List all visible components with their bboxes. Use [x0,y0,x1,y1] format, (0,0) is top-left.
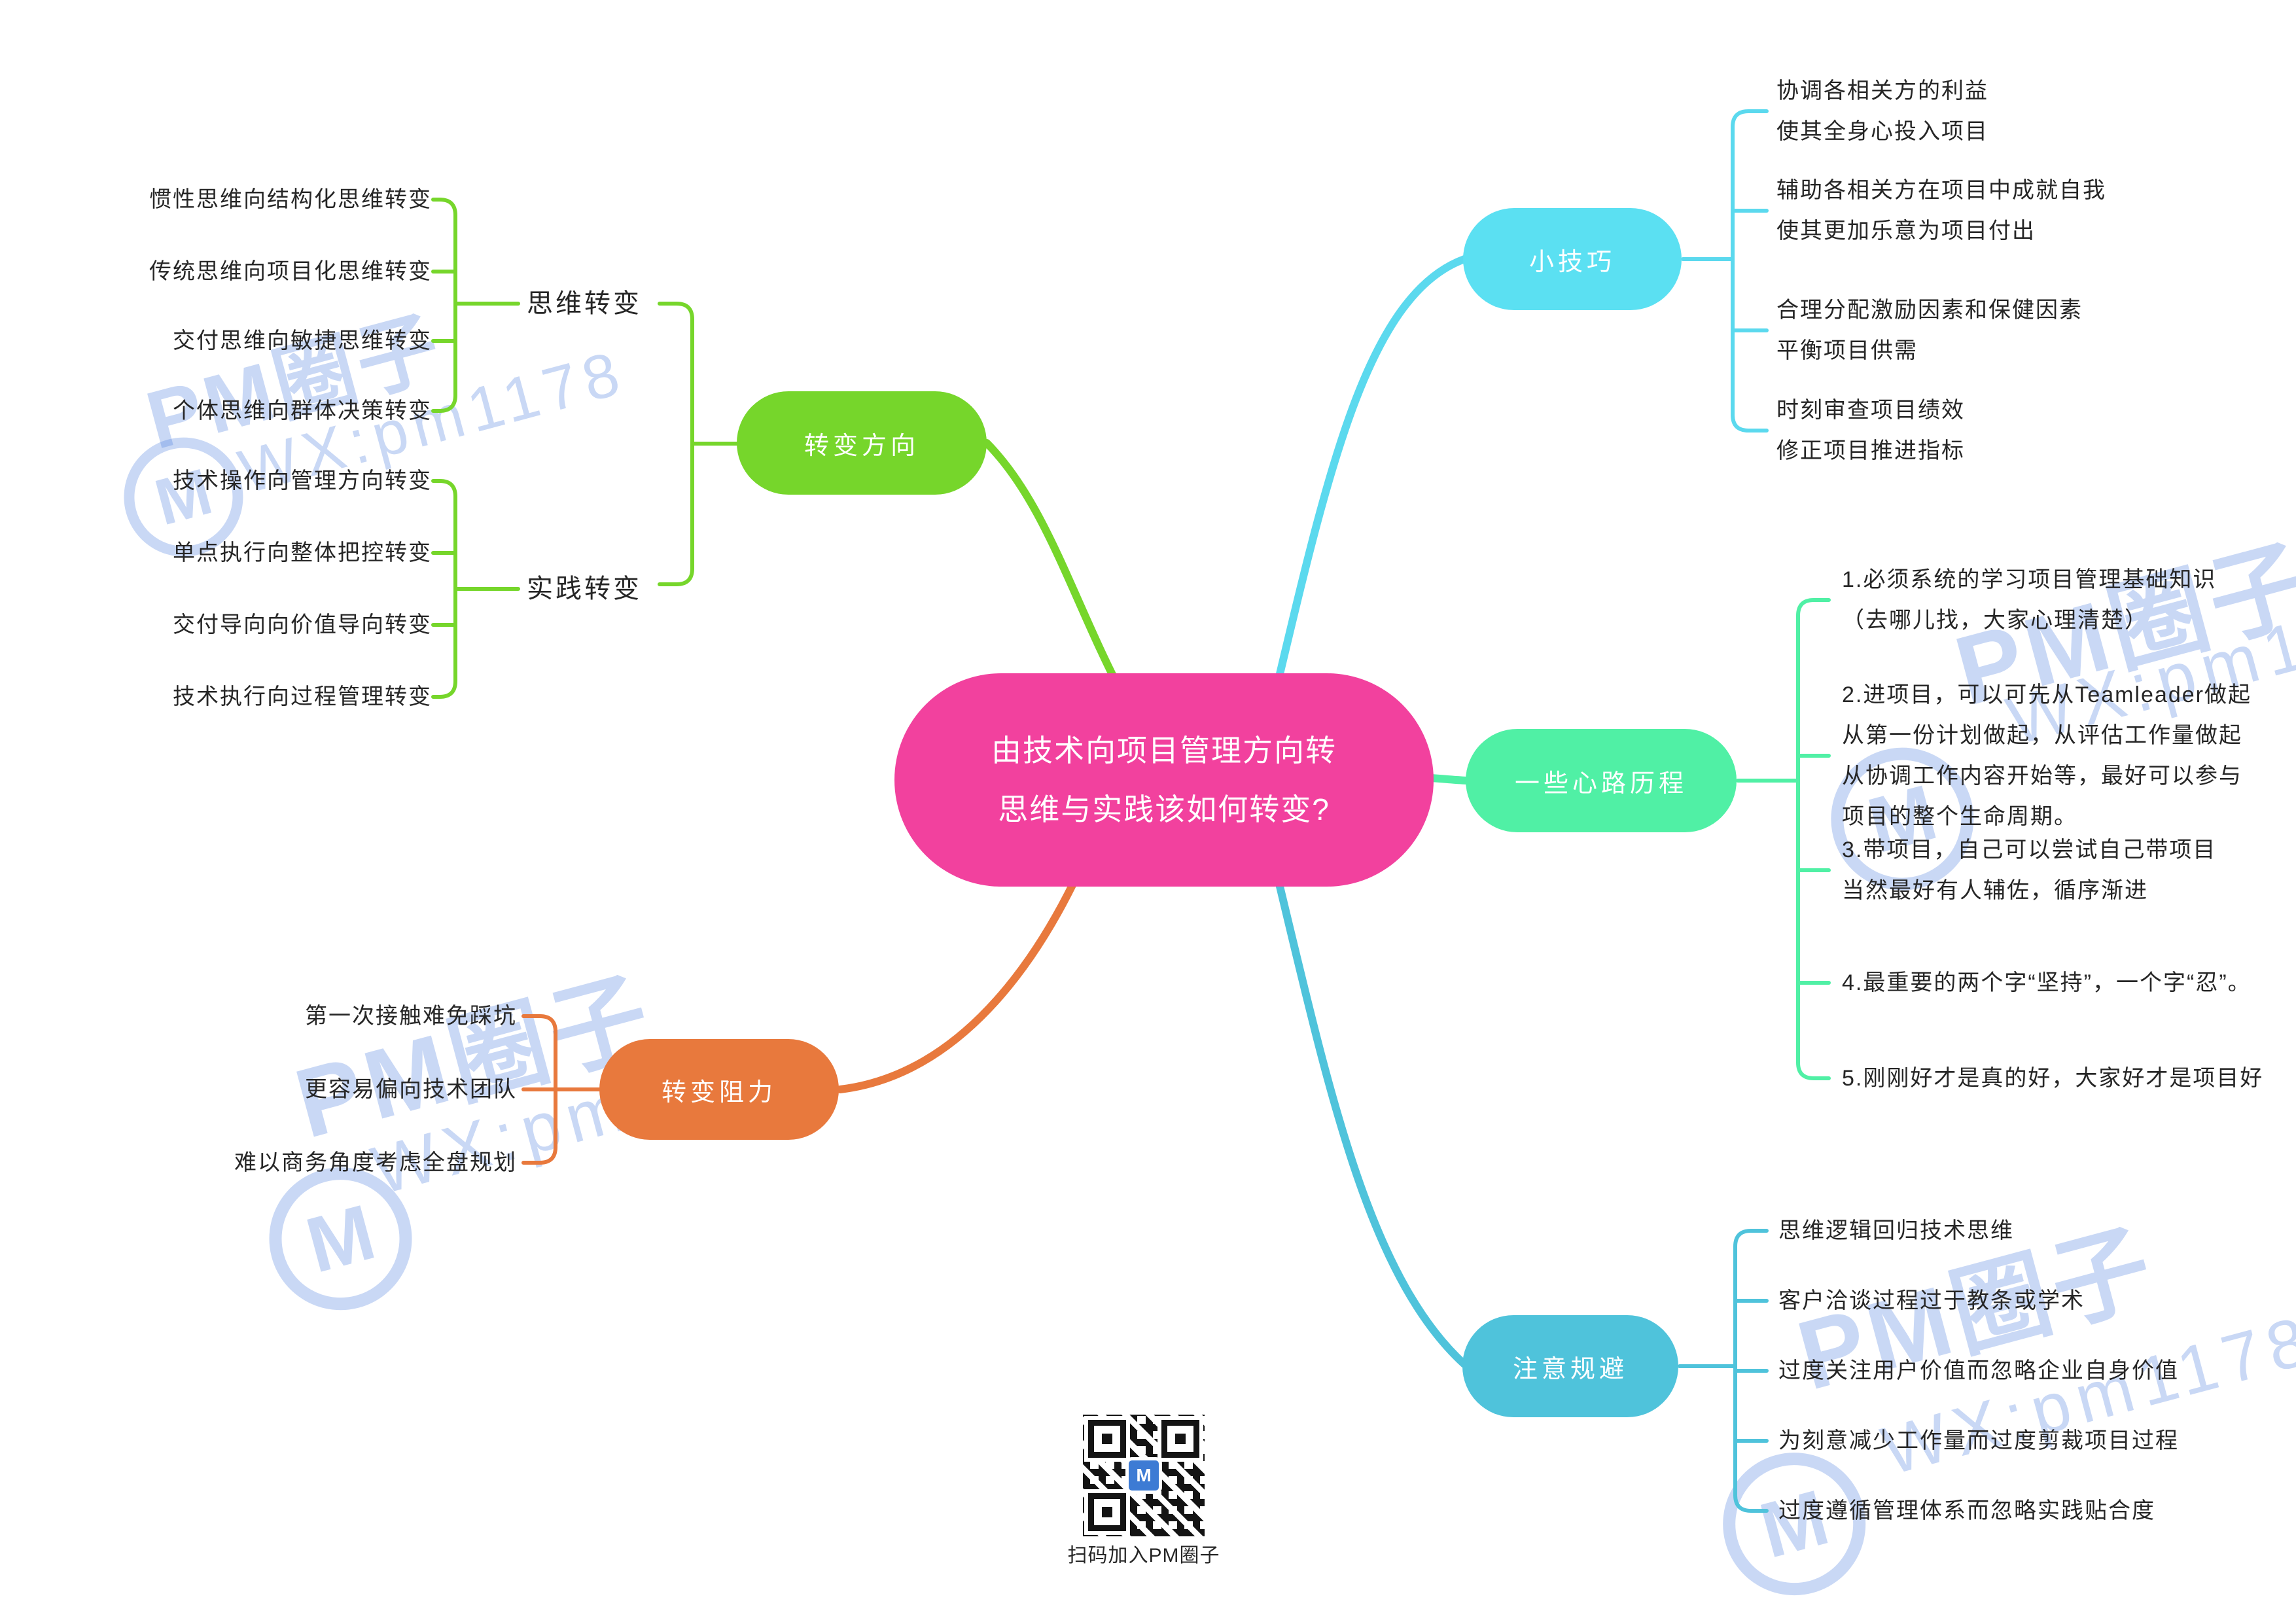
leaf-item[interactable]: 为刻意减少工作量而过度剪裁项目过程 [1778,1428,2179,1453]
leaf-item[interactable]: 第一次接触难免踩坑 [305,1004,517,1029]
node-resistance[interactable]: 转变阻力 [599,1039,839,1140]
edge-center-direction [983,439,1129,704]
leaf-item[interactable]: 惯性思维向结构化思维转变 [149,187,432,212]
bracket-journey [1796,598,1831,1080]
node-tips[interactable]: 小技巧 [1463,208,1682,310]
qr-caption: 扫码加入PM圈子 [1067,1545,1220,1566]
leaf-item[interactable]: 时刻审查项目绩效 修正项目推进指标 [1776,398,1965,463]
leaf-item[interactable]: 辅助各相关方在项目中成就自我 使其更加乐意为项目付出 [1776,178,2106,243]
bracket-tips [1731,109,1769,432]
node-avoid[interactable]: 注意规避 [1462,1315,1678,1417]
bracket-practice [431,479,457,699]
leaf-item[interactable]: 协调各相关方的利益 使其全身心投入项目 [1776,79,1988,144]
leaf-item[interactable]: 3.带项目，自己可以尝试自己带项目 当然最好有人辅佐，循序渐进 [1842,838,2217,903]
leaf-item[interactable]: 个体思维向群体决策转变 [173,398,432,423]
leaf-item[interactable]: 交付导向向价值导向转变 [173,612,432,637]
bracket-thinking [431,198,457,413]
leaf-item[interactable]: 技术操作向管理方向转变 [173,468,432,493]
leaf-item[interactable]: 合理分配激励因素和保健因素 平衡项目供需 [1776,298,2083,363]
leaf-item[interactable]: 难以商务角度考虑全盘规划 [234,1150,517,1175]
qr-finder-icon [1161,1420,1199,1458]
leaf-item[interactable]: 技术执行向过程管理转变 [173,684,432,709]
leaf-item[interactable]: 更容易偏向技术团队 [305,1077,517,1102]
qr-finder-icon [1088,1493,1126,1531]
edge-center-resistance [836,866,1084,1093]
leaf-item[interactable]: 客户洽谈过程过于教条或学术 [1778,1288,2085,1313]
edge-center-tips [1272,255,1468,694]
leaf-item[interactable]: 过度遵循管理体系而忽略实践贴合度 [1778,1498,2155,1523]
bracket-direction [658,302,694,586]
leaf-item[interactable]: 1.必须系统的学习项目管理基础知识 （去哪儿找，大家心理清楚） [1842,567,2217,633]
leaf-item[interactable]: 交付思维向敏捷思维转变 [173,328,432,353]
leaf-item[interactable]: 过度关注用户价值而忽略企业自身价值 [1778,1358,2179,1383]
leaf-item[interactable]: 5.刚刚好才是真的好，大家好才是项目好 [1842,1066,2264,1091]
qr-code: M [1083,1415,1205,1536]
edge-center-avoid [1272,866,1468,1368]
qr-finder-icon [1088,1420,1126,1458]
leaf-item[interactable]: 4.最重要的两个字“坚持”，一个字“忍”。 [1842,970,2252,995]
leaf-item[interactable]: 单点执行向整体把控转变 [173,540,432,565]
leaf-item[interactable]: 思维逻辑回归技术思维 [1778,1218,2014,1243]
leaf-item[interactable]: 传统思维向项目化思维转变 [149,259,432,284]
group-label-practice[interactable]: 实践转变 [527,574,642,603]
qr-center-logo-icon: M [1125,1457,1162,1494]
group-label-thinking[interactable]: 思维转变 [527,289,642,318]
node-journey[interactable]: 一些心路历程 [1466,729,1737,832]
node-central-topic[interactable]: 由技术向项目管理方向转 思维与实践该如何转变? [894,673,1434,887]
leaf-item[interactable]: 2.进项目，可以可先从Teamleader做起 从第一份计划做起，从评估工作量做… [1842,682,2252,829]
node-direction[interactable]: 转变方向 [737,391,987,495]
